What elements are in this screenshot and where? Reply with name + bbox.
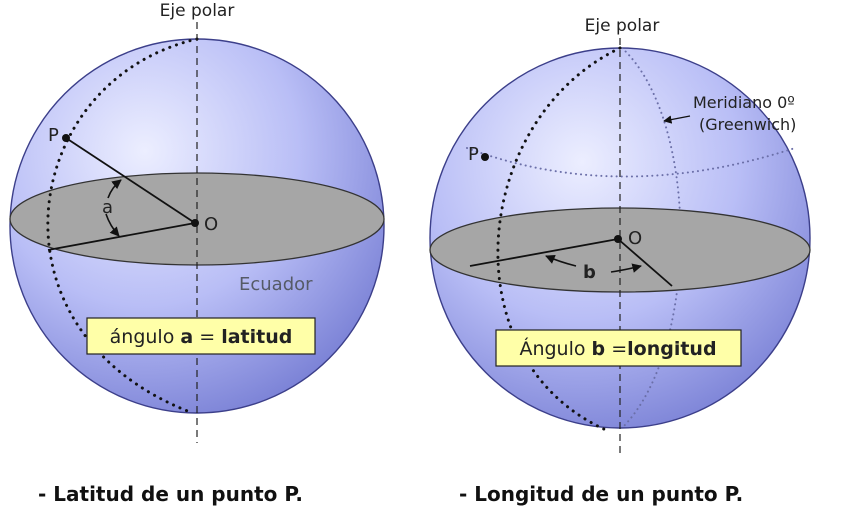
right-meridian-label-line1: Meridiano 0º xyxy=(693,93,795,112)
right-meridian-label-line2: (Greenwich) xyxy=(699,115,796,134)
right-point-p-label: P xyxy=(468,144,479,165)
right-polar-axis-label: Eje polar xyxy=(585,16,660,36)
left-latitude-box-text: ángulo a = latitud xyxy=(110,326,293,348)
right-angle-b-label: b xyxy=(583,262,596,283)
left-point-p-label: P xyxy=(48,125,59,146)
right-longitude-box-text: Ángulo b =longitud xyxy=(519,337,716,360)
left-angle-a-label: a xyxy=(102,197,113,218)
right-point-p xyxy=(481,153,489,161)
right-center-o-label: O xyxy=(628,228,642,249)
left-point-p xyxy=(62,134,70,142)
left-center-o xyxy=(191,219,199,227)
left-caption: - Latitud de un punto P. xyxy=(38,482,303,506)
left-center-o-label: O xyxy=(204,214,218,235)
right-caption: - Longitud de un punto P. xyxy=(459,482,743,506)
right-center-o xyxy=(614,235,622,243)
left-polar-axis-label: Eje polar xyxy=(160,1,235,21)
longitude-diagram: Eje polar P O b Meridiano 0º (Greenwich)… xyxy=(430,16,810,455)
latitude-diagram: Eje polar P O a Ecuador ángulo a = latit… xyxy=(10,1,384,443)
left-equator-label: Ecuador xyxy=(239,274,313,295)
